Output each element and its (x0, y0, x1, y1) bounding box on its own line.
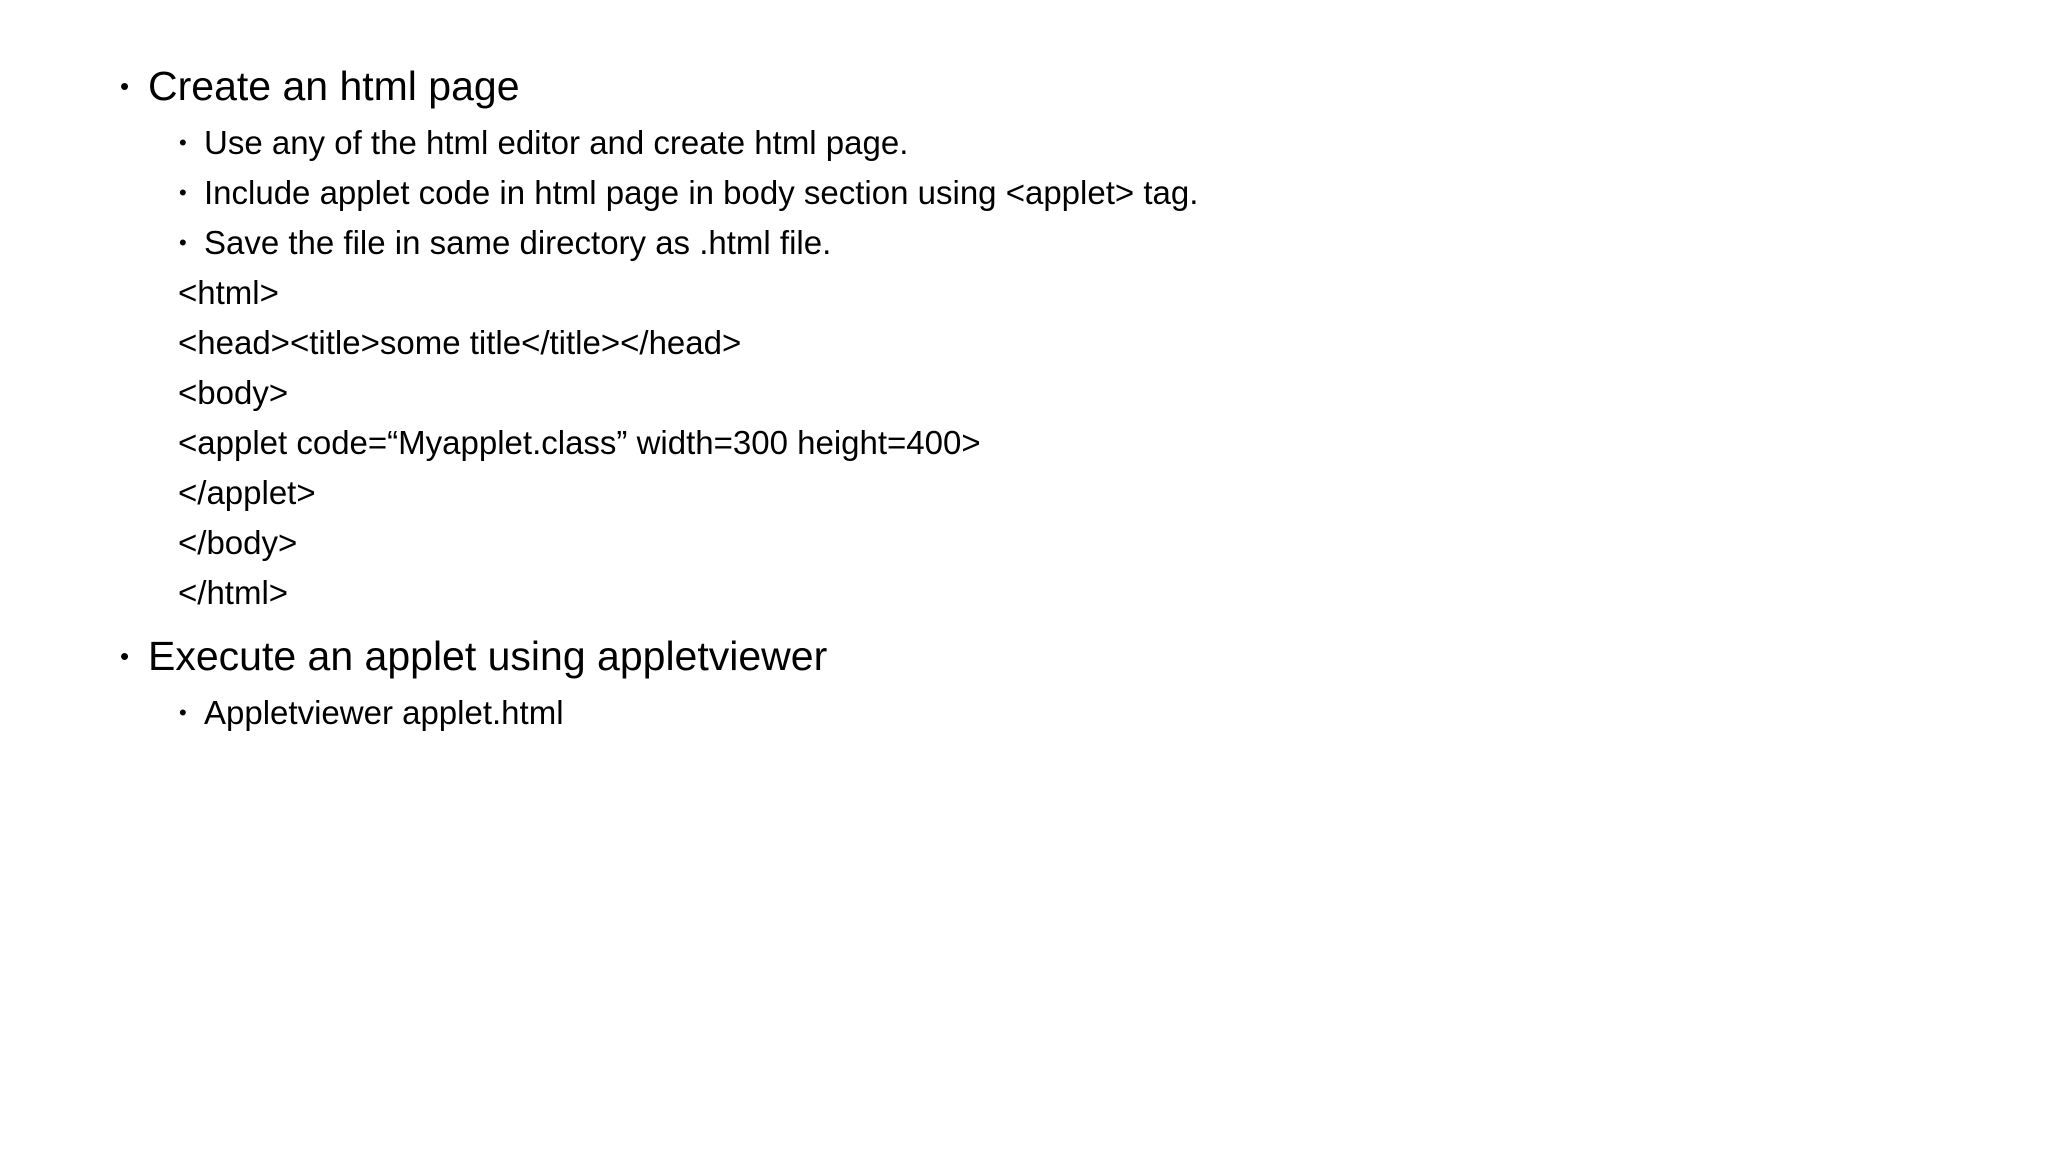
code-line: </body> (178, 524, 298, 561)
slide-body-placeholder: • Create an html page • Use any of the h… (108, 58, 1988, 738)
bullet-text: Execute an applet using appletviewer (148, 633, 828, 679)
code-line: <applet code=“Myapplet.class” width=300 … (178, 424, 981, 461)
code-line: </applet> (178, 474, 316, 511)
bullet-point-icon: • (179, 230, 187, 255)
bullet-point-icon: • (120, 641, 130, 671)
bullet-item-level2: • Include applet code in html page in bo… (178, 168, 1988, 218)
line-spacer (108, 618, 1988, 628)
code-line: <html> (178, 274, 279, 311)
bullet-item-level2: • Use any of the html editor and create … (178, 118, 1988, 168)
bullet-point-icon: • (179, 700, 187, 725)
bullet-point-icon: • (179, 180, 187, 205)
bullet-item-level2: • Appletviewer applet.html (178, 688, 1988, 738)
bullet-text: Save the file in same directory as .html… (204, 224, 832, 261)
code-line: <body> (178, 374, 289, 411)
bullet-text: Include applet code in html page in body… (204, 174, 1199, 211)
bullet-item-level1: • Execute an applet using appletviewer (118, 628, 1988, 685)
code-line: <head><title>some title</title></head> (178, 324, 742, 361)
bullet-text: Use any of the html editor and create ht… (204, 124, 909, 161)
bullet-point-icon: • (179, 130, 187, 155)
bullet-text: Create an html page (148, 63, 520, 109)
code-line: </html> (178, 574, 289, 611)
bullet-point-icon: • (120, 71, 130, 101)
bullet-text: Appletviewer applet.html (204, 694, 564, 731)
bullet-item-level1: • Create an html page (118, 58, 1988, 115)
bullet-item-level2: • Save the file in same directory as .ht… (178, 218, 1988, 268)
